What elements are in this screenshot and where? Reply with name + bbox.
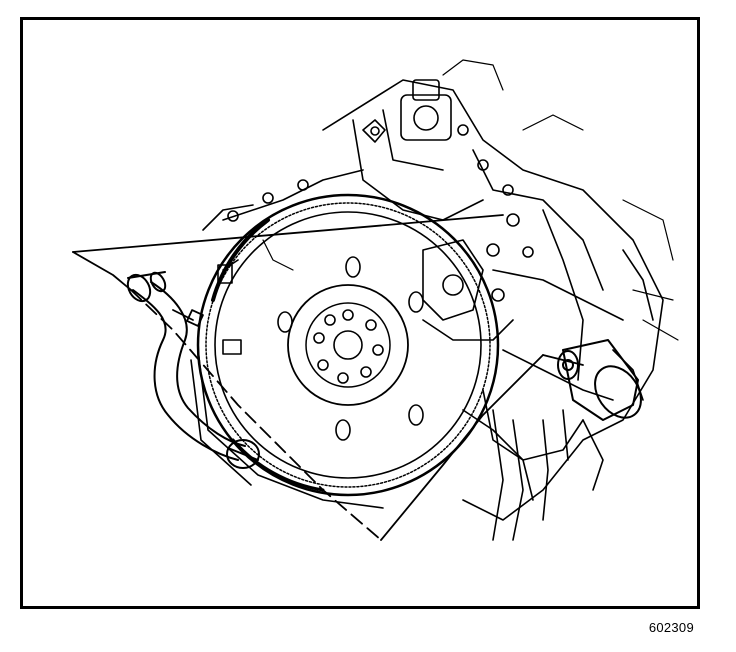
engine-illustration: [72, 59, 679, 541]
figure-number: 602309: [648, 620, 694, 635]
bellhousing-outline: [190, 259, 384, 509]
oil-filter-icon: [557, 339, 642, 421]
bolt-icon: [172, 309, 204, 327]
callout-leader-lines: [72, 214, 584, 541]
engine-detail-lines: [262, 59, 679, 341]
illustration-frame: [20, 17, 700, 609]
engine-block: [202, 79, 664, 541]
hose-icon: [126, 271, 260, 469]
flywheel-icon: [196, 193, 500, 497]
